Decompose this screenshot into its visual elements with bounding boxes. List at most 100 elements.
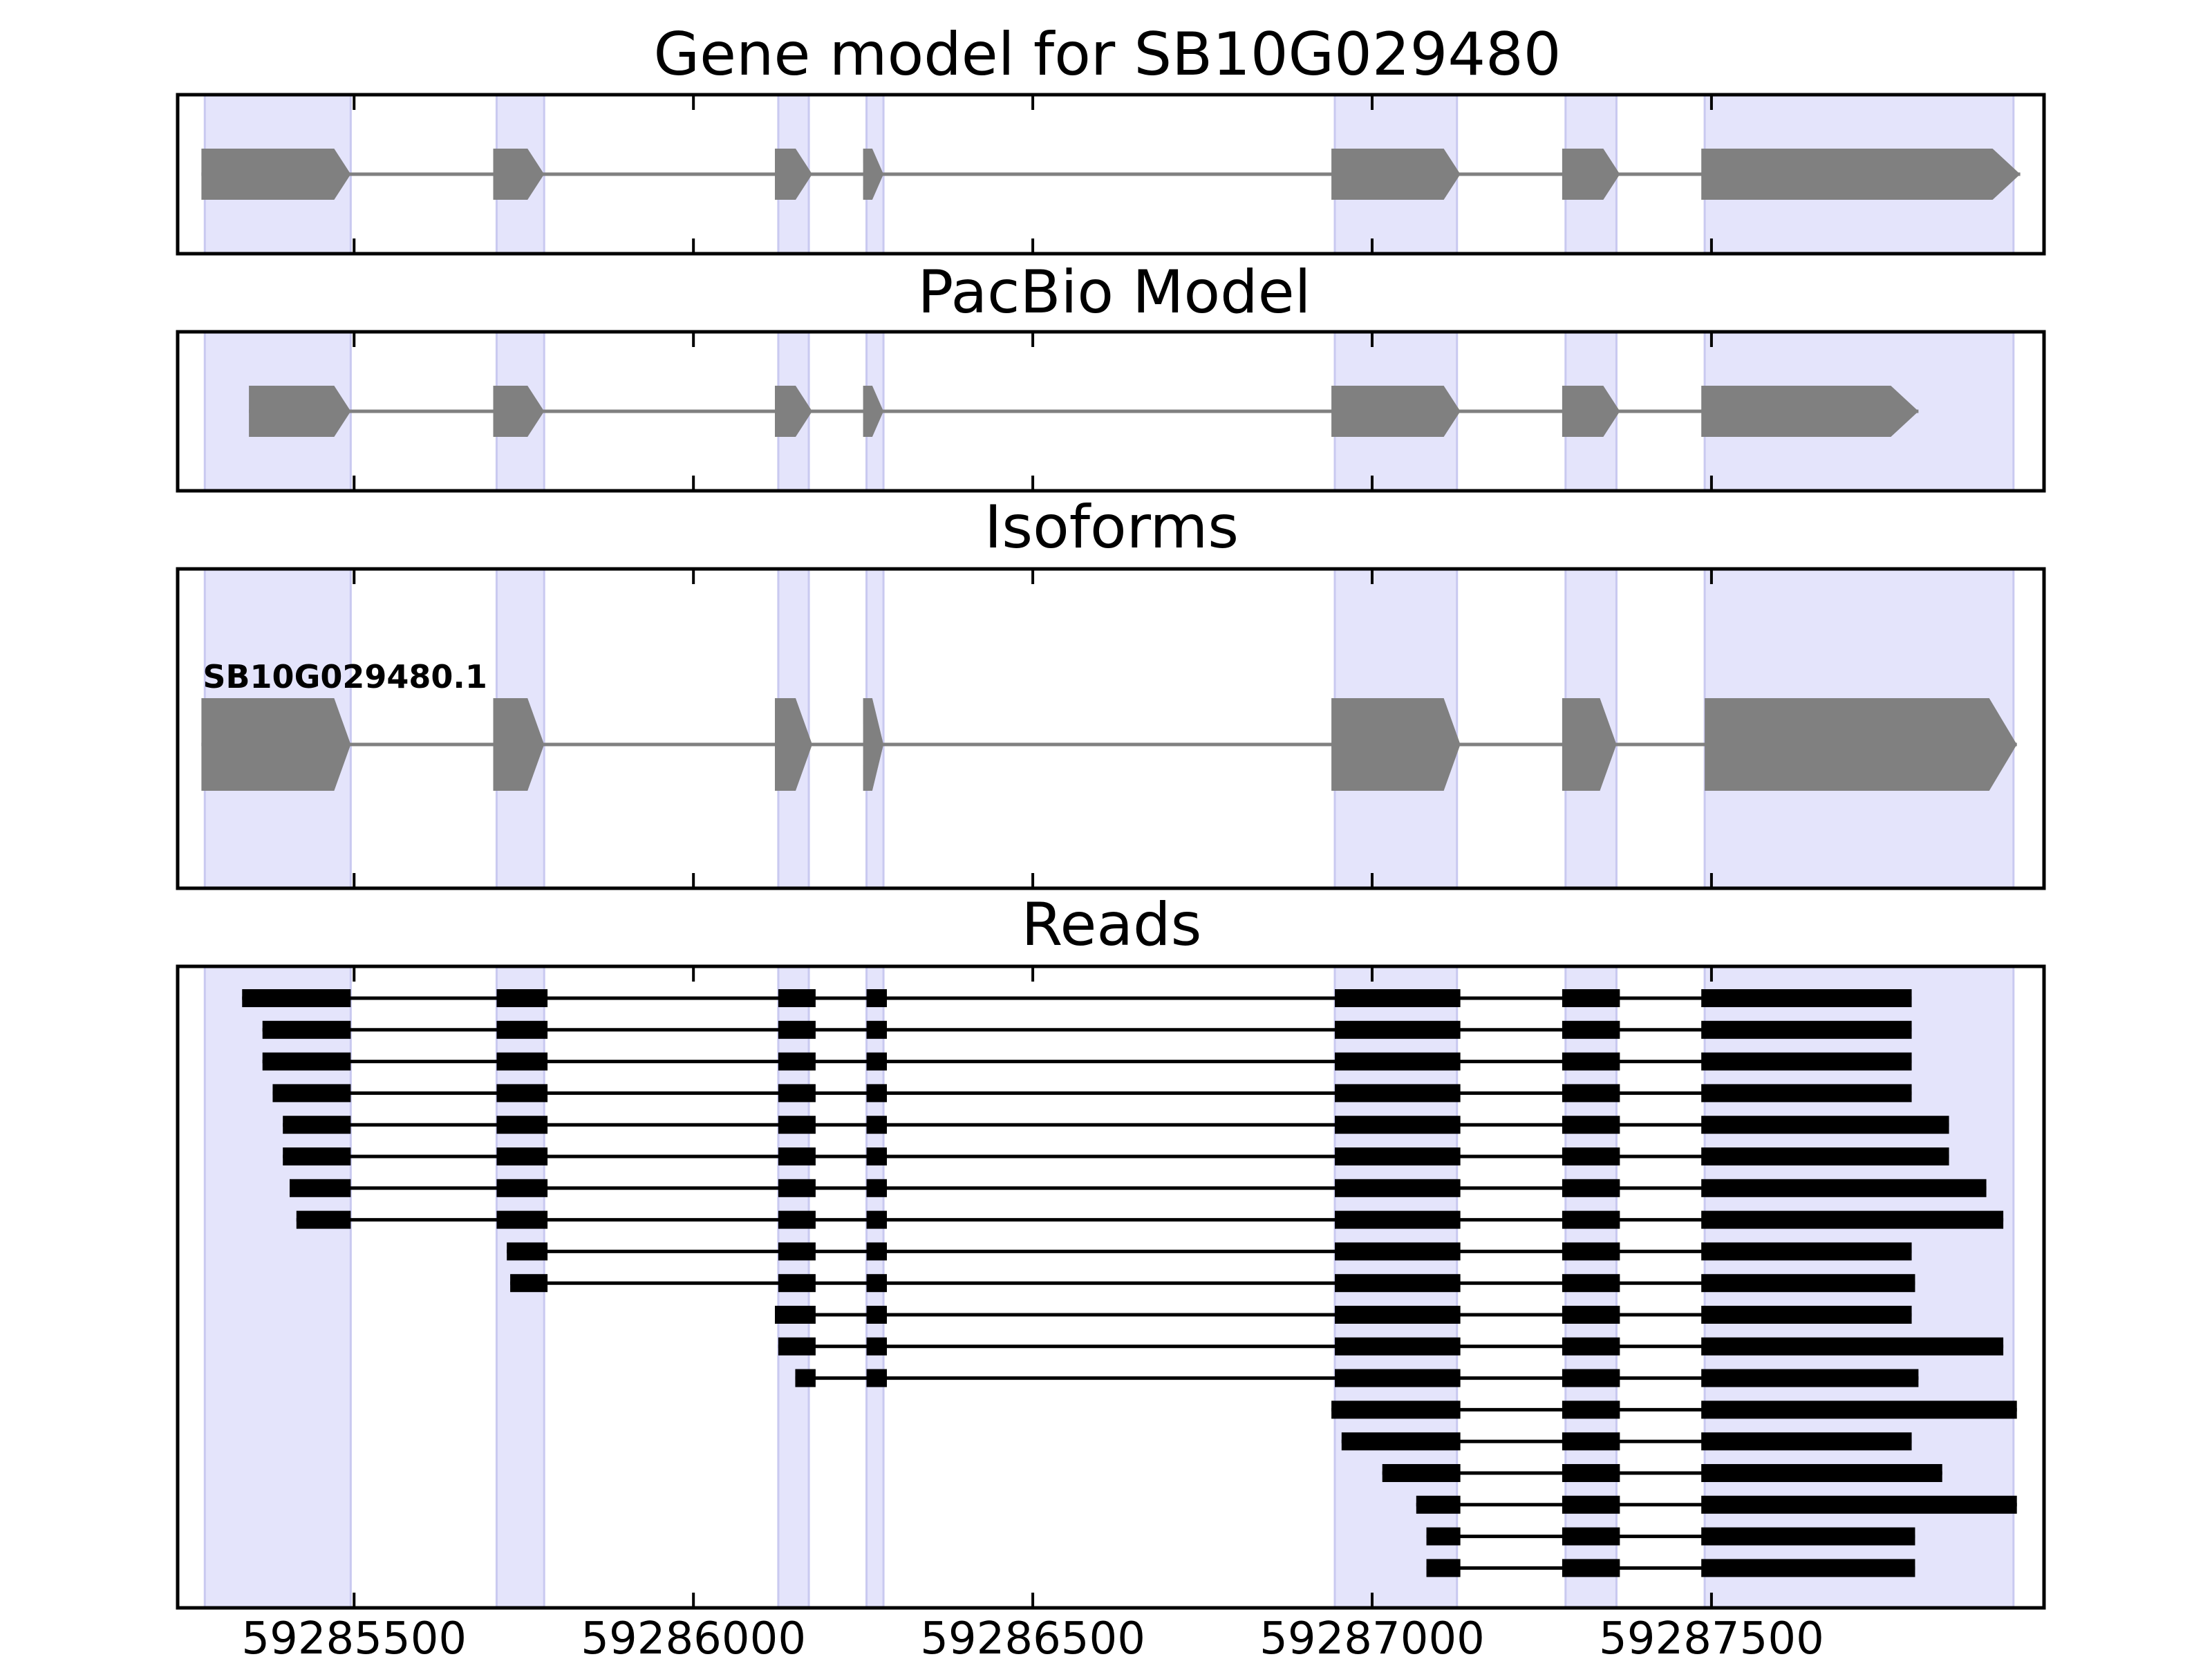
read-block <box>1701 1464 1942 1482</box>
read-block <box>1701 1242 1912 1261</box>
read-block <box>775 1306 816 1324</box>
read-block <box>507 1242 548 1261</box>
read-block <box>778 989 816 1007</box>
read-row <box>507 1242 1912 1261</box>
read-block <box>1562 1432 1620 1451</box>
read-block <box>283 1116 351 1134</box>
read-block <box>1701 1020 1912 1039</box>
read-block <box>1701 1527 1915 1546</box>
read-block <box>1701 1179 1987 1197</box>
read-block <box>1382 1464 1461 1482</box>
read-block <box>1701 1337 2004 1356</box>
read-block <box>1562 989 1620 1007</box>
read-block <box>778 1052 816 1071</box>
read-block <box>866 1020 887 1039</box>
read-block <box>1335 1369 1461 1387</box>
read-row <box>283 1116 1949 1134</box>
x-tick-label: 59287000 <box>1259 1613 1485 1659</box>
read-block <box>866 1274 887 1293</box>
panel-title: Isoforms <box>984 493 1239 562</box>
exon-arrow <box>1331 149 1461 200</box>
read-block <box>1426 1527 1461 1546</box>
x-tick-label: 59286000 <box>581 1613 806 1659</box>
read-block <box>1335 1084 1461 1103</box>
read-block <box>1562 1495 1620 1514</box>
exon-arrow <box>775 698 812 791</box>
read-block <box>290 1179 351 1197</box>
read-block <box>496 1052 548 1071</box>
read-block <box>778 1210 816 1229</box>
read-block <box>778 1179 816 1197</box>
exon-arrow <box>493 149 545 200</box>
read-block <box>1701 1274 1915 1293</box>
read-block <box>1562 1210 1620 1229</box>
read-block <box>778 1020 816 1039</box>
exon-arrow <box>775 386 812 437</box>
read-row <box>1426 1527 1915 1546</box>
exon-arrow <box>1562 149 1620 200</box>
read-block <box>1701 1559 1915 1577</box>
read-block <box>496 1210 548 1229</box>
read-block <box>242 989 351 1007</box>
read-row <box>510 1274 1915 1293</box>
read-block <box>1335 1020 1461 1039</box>
read-row <box>1341 1432 1912 1451</box>
exon-arrow <box>1701 386 1919 437</box>
panel-title: Reads <box>1022 890 1202 959</box>
read-block <box>1701 1210 2004 1229</box>
isoform-label: SB10G029480.1 <box>203 658 487 695</box>
read-row <box>778 1337 2004 1356</box>
exon-arrow <box>201 149 351 200</box>
exon-arrow <box>1701 149 2021 200</box>
read-block <box>1562 1306 1620 1324</box>
exon-arrow <box>1562 386 1620 437</box>
read-block <box>262 1020 351 1039</box>
read-block <box>1335 989 1461 1007</box>
read-row <box>242 989 1912 1007</box>
read-block <box>778 1337 816 1356</box>
read-block <box>1701 1369 1919 1387</box>
read-block <box>866 1084 887 1103</box>
read-block <box>1562 1147 1620 1165</box>
read-row <box>1416 1495 2017 1514</box>
read-row <box>262 1020 1912 1039</box>
panel-frame <box>176 330 2046 493</box>
exon-arrow <box>863 386 884 437</box>
panel-title: PacBio Model <box>917 258 1311 327</box>
read-block <box>1562 1020 1620 1039</box>
read-block <box>1335 1337 1461 1356</box>
read-block <box>262 1052 351 1071</box>
read-block <box>866 1116 887 1134</box>
panel-frame <box>176 964 2046 1610</box>
read-block <box>1562 1337 1620 1356</box>
read-block <box>1341 1432 1461 1451</box>
read-block <box>1335 1179 1461 1197</box>
read-block <box>1562 1116 1620 1134</box>
exon-arrow <box>493 386 545 437</box>
panel-frame <box>176 567 2046 890</box>
x-tick-label: 59286500 <box>920 1613 1145 1659</box>
read-row <box>283 1147 1949 1165</box>
read-block <box>1416 1495 1461 1514</box>
read-block <box>496 1020 548 1039</box>
read-block <box>1562 1464 1620 1482</box>
read-block <box>1701 1116 1949 1134</box>
read-block <box>1701 1400 2017 1419</box>
read-block <box>1562 1559 1620 1577</box>
exon-arrow <box>1331 698 1461 791</box>
panel-title: Gene model for SB10G029480 <box>654 20 1562 89</box>
read-block <box>496 1084 548 1103</box>
read-block <box>778 1116 816 1134</box>
read-block <box>1562 1369 1620 1387</box>
exon-highlight-band <box>203 965 352 1609</box>
read-block <box>866 1179 887 1197</box>
read-block <box>1562 1274 1620 1293</box>
exon-arrow <box>493 698 545 791</box>
read-block <box>1701 1052 1912 1071</box>
panel-pacbio-model: PacBio Model <box>176 258 2046 493</box>
read-block <box>1701 1147 1949 1165</box>
read-block <box>866 1369 887 1387</box>
read-block <box>1335 1242 1461 1261</box>
exon-arrow <box>863 698 884 791</box>
